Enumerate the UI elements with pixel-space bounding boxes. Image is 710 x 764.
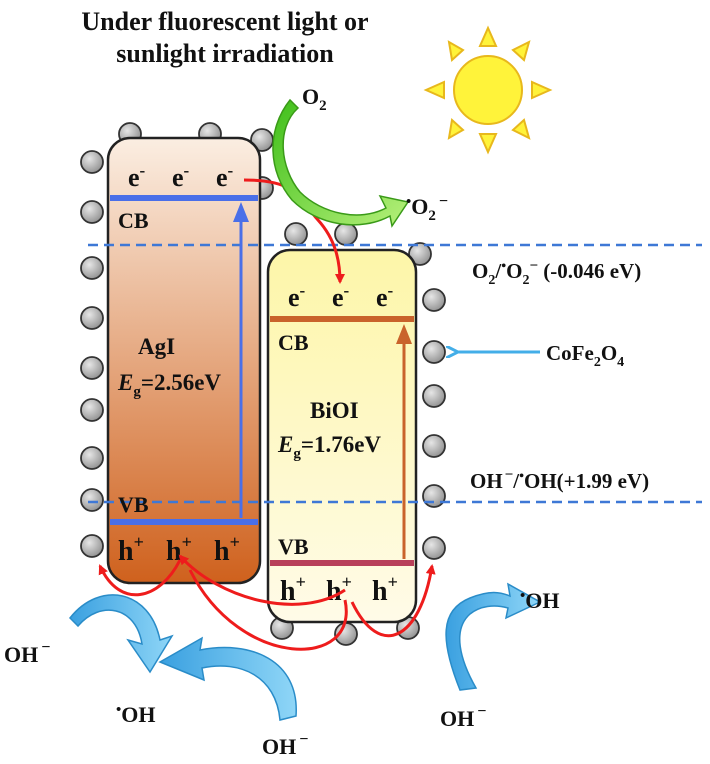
- agi-vb-label: VB: [118, 492, 149, 517]
- svg-text:e-: e-: [216, 161, 234, 192]
- svg-text:e-: e-: [128, 161, 146, 192]
- bioi-excitation-arrowhead: [396, 324, 412, 344]
- o2-reduction-arrow: [272, 98, 410, 228]
- bioi-cb-label: CB: [278, 330, 309, 355]
- cofe2o4-particle: [80, 356, 104, 380]
- cofe2o4-particle: [422, 288, 446, 312]
- agi-holes: h+ h+ h+: [118, 532, 240, 567]
- agi-cb-label: CB: [118, 208, 149, 233]
- bioi-bandgap: Eg=1.76eV: [277, 432, 381, 462]
- cofe2o4-particle: [334, 222, 358, 246]
- agi-excitation-arrowhead: [233, 202, 249, 222]
- svg-text:e-: e-: [172, 161, 190, 192]
- hydroxyl-radical-label-left: •OH: [116, 702, 156, 727]
- cofe2o4-particle: [408, 242, 432, 266]
- hole-transfer-arrow: [178, 554, 346, 606]
- cofe2o4-particle: [80, 398, 104, 422]
- svg-text:h+: h+: [166, 532, 192, 567]
- cofe2o4-particle: [80, 256, 104, 280]
- oh-oxidation-arrow-right: [445, 582, 542, 691]
- cofe2o4-particle: [422, 434, 446, 458]
- hole-to-particle-arrow-left: [98, 559, 182, 597]
- svg-text:e-: e-: [332, 281, 350, 312]
- agi-bandgap: Eg=2.56eV: [117, 370, 221, 400]
- agi-name: AgI: [138, 334, 175, 359]
- electron-transfer-arrow: [243, 178, 345, 284]
- cofe2o4-particle: [422, 384, 446, 408]
- cofe2o4-particle: [80, 150, 104, 174]
- cofe2o4-particle: [80, 488, 104, 512]
- hydroxide-label-middle: OH−: [262, 731, 308, 759]
- o2-potential-label: O2/•O2− (-0.046 eV): [472, 258, 641, 288]
- hydroxide-label-right: OH−: [440, 703, 486, 731]
- bioi-electrons: e- e- e-: [288, 281, 394, 312]
- cofe2o4-label: CoFe2O4: [546, 341, 624, 370]
- svg-text:h+: h+: [118, 532, 144, 567]
- hole-loop-arrow: [188, 569, 348, 651]
- agi-box: [106, 136, 262, 585]
- cofe2o4-particle: [284, 222, 308, 246]
- bioi-vb-label: VB: [278, 534, 309, 559]
- bioi-name: BiOI: [310, 398, 359, 423]
- o2-label: O2: [302, 84, 327, 114]
- agi-electrons: e- e- e-: [128, 161, 234, 192]
- oh-potential-label: OH−/•OH(+1.99 eV): [470, 467, 649, 493]
- oh-oxidation-arrow-left: [68, 594, 174, 674]
- svg-text:e-: e-: [376, 281, 394, 312]
- sun-icon: [423, 25, 553, 155]
- cofe2o4-particle: [422, 536, 446, 560]
- title-line-2: sunlight irradiation: [116, 39, 334, 68]
- bioi-box: [266, 248, 418, 624]
- title-line-1: Under fluorescent light or: [81, 7, 368, 36]
- hydroxide-label-left: OH−: [4, 639, 50, 667]
- cofe2o4-particle: [80, 200, 104, 224]
- cofe2o4-particle: [80, 534, 104, 558]
- cofe2o4-particle: [80, 446, 104, 470]
- svg-text:h+: h+: [280, 572, 306, 607]
- cofe2o4-particle: [80, 306, 104, 330]
- svg-text:h+: h+: [372, 572, 398, 607]
- superoxide-label: •O2−: [406, 193, 448, 224]
- hydroxyl-radical-label-right: •OH: [520, 588, 560, 613]
- svg-text:e-: e-: [288, 281, 306, 312]
- oh-oxidation-arrow-middle: [158, 636, 297, 721]
- svg-text:h+: h+: [214, 532, 240, 567]
- hole-to-particle-arrow-right: [350, 564, 436, 637]
- cofe2o4-particle: [422, 484, 446, 508]
- cofe2o4-particle: [422, 340, 446, 364]
